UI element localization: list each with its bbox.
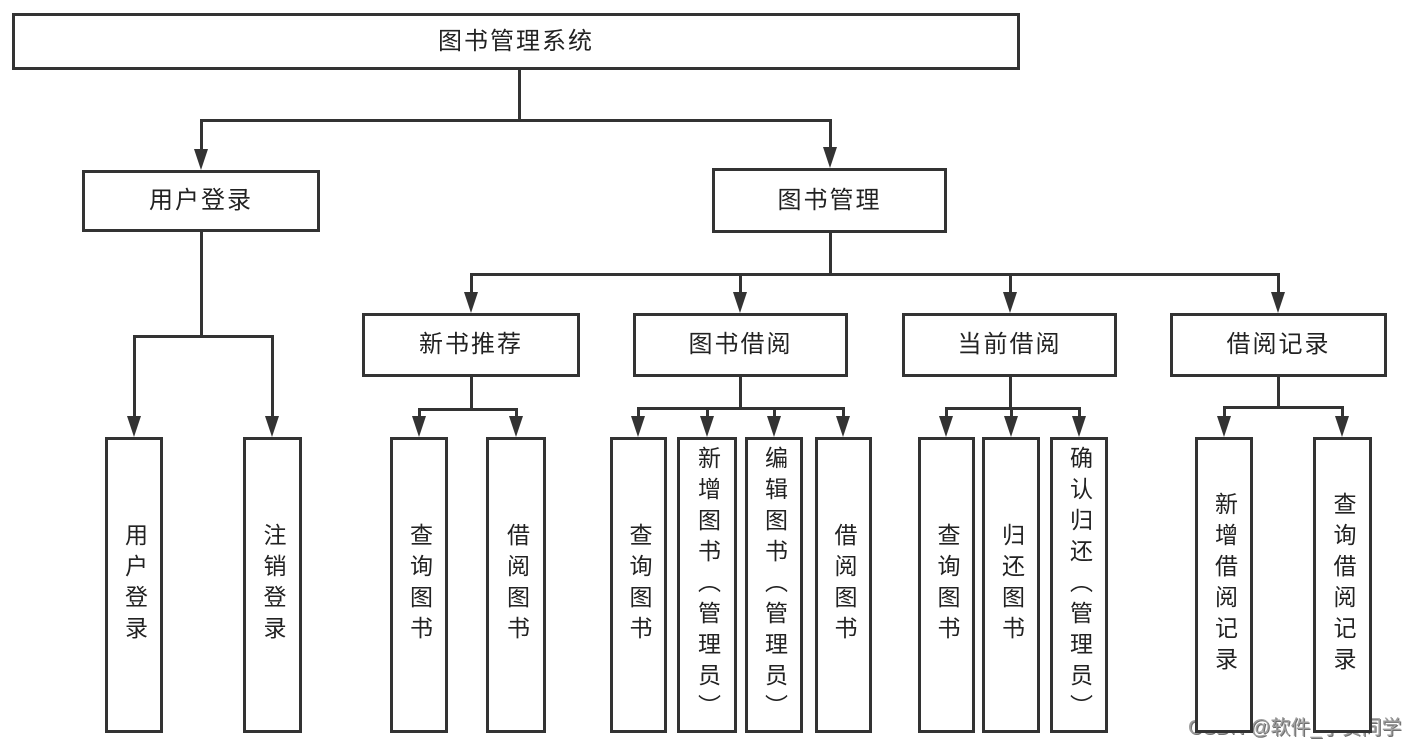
connector-line bbox=[828, 233, 832, 276]
node-label-leaf-borrow-books-borrowing: 借阅图书 bbox=[831, 523, 857, 647]
connector-line bbox=[1222, 406, 1344, 409]
connector-line bbox=[828, 119, 832, 150]
connector-line bbox=[199, 119, 203, 152]
connector-line bbox=[636, 407, 845, 410]
connector-line bbox=[841, 407, 845, 419]
connector-line bbox=[417, 408, 518, 411]
arrowhead-icon bbox=[700, 416, 714, 437]
node-label-new-book-recommend: 新书推荐 bbox=[419, 331, 523, 358]
node-root: 图书管理系统 bbox=[12, 13, 1020, 70]
node-label-leaf-query-borrow-record: 查询借阅记录 bbox=[1330, 492, 1356, 678]
node-leaf-query-borrow-record: 查询借阅记录 bbox=[1313, 437, 1372, 733]
node-label-book-borrowing: 图书借阅 bbox=[688, 331, 793, 358]
connector-line bbox=[469, 273, 1280, 276]
arrowhead-icon bbox=[1072, 416, 1086, 437]
node-label-borrowing-records: 借阅记录 bbox=[1226, 331, 1331, 358]
node-leaf-borrow-books-borrowing: 借阅图书 bbox=[815, 437, 872, 733]
connector-line bbox=[417, 408, 421, 419]
connector-line bbox=[469, 273, 473, 295]
node-label-leaf-query-books-borrowing: 查询图书 bbox=[626, 523, 652, 647]
connector-line bbox=[132, 335, 274, 338]
node-label-leaf-logout: 注销登录 bbox=[260, 523, 286, 647]
node-leaf-add-books-admin: 新增图书（管理员） bbox=[677, 437, 737, 733]
node-leaf-return-books: 归还图书 bbox=[982, 437, 1040, 733]
node-label-leaf-return-books: 归还图书 bbox=[998, 523, 1025, 647]
arrowhead-icon bbox=[1217, 416, 1231, 437]
node-leaf-add-borrow-record: 新增借阅记录 bbox=[1195, 437, 1253, 733]
node-current-borrowing: 当前借阅 bbox=[902, 313, 1117, 377]
arrowhead-icon bbox=[733, 292, 747, 313]
node-leaf-logout: 注销登录 bbox=[243, 437, 302, 733]
arrowhead-icon bbox=[127, 416, 141, 437]
arrowhead-icon bbox=[1003, 292, 1017, 313]
arrowhead-icon bbox=[823, 147, 837, 168]
connector-line bbox=[738, 377, 742, 410]
node-borrowing-records: 借阅记录 bbox=[1170, 313, 1387, 377]
connector-line bbox=[469, 377, 473, 411]
arrowhead-icon bbox=[265, 416, 279, 437]
arrowhead-icon bbox=[194, 149, 208, 170]
connector-line bbox=[1276, 273, 1280, 295]
connector-line bbox=[270, 335, 274, 419]
arrowhead-icon bbox=[767, 416, 781, 437]
node-label-user-login-module: 用户登录 bbox=[149, 187, 253, 214]
node-label-leaf-confirm-return-admin: 确认归还（管理员） bbox=[1066, 445, 1093, 725]
node-label-leaf-query-books-recommend: 查询图书 bbox=[406, 523, 433, 647]
node-leaf-confirm-return-admin: 确认归还（管理员） bbox=[1050, 437, 1108, 733]
arrowhead-icon bbox=[1004, 416, 1018, 437]
connector-line bbox=[1340, 406, 1344, 419]
arrowhead-icon bbox=[836, 416, 850, 437]
connector-line bbox=[944, 407, 1081, 410]
connector-line bbox=[132, 335, 136, 419]
node-leaf-edit-books-admin: 编辑图书（管理员） bbox=[745, 437, 803, 733]
connector-line bbox=[514, 408, 518, 419]
connector-line bbox=[199, 232, 203, 338]
connector-line bbox=[517, 70, 521, 122]
node-label-leaf-edit-books-admin: 编辑图书（管理员） bbox=[761, 445, 788, 725]
node-user-login-module: 用户登录 bbox=[82, 170, 320, 232]
node-leaf-query-books-borrowing: 查询图书 bbox=[610, 437, 667, 733]
node-label-book-management: 图书管理 bbox=[777, 186, 882, 214]
connector-line bbox=[1077, 407, 1081, 419]
node-label-root: 图书管理系统 bbox=[438, 27, 594, 55]
arrowhead-icon bbox=[464, 292, 478, 313]
arrowhead-icon bbox=[939, 416, 953, 437]
node-label-current-borrowing: 当前借阅 bbox=[957, 331, 1062, 358]
connector-line bbox=[1008, 273, 1012, 295]
arrowhead-icon bbox=[1335, 416, 1349, 437]
node-leaf-query-books-current: 查询图书 bbox=[918, 437, 975, 733]
connector-line bbox=[705, 407, 709, 419]
node-book-borrowing: 图书借阅 bbox=[633, 313, 848, 377]
arrowhead-icon bbox=[631, 416, 645, 437]
node-leaf-query-books-recommend: 查询图书 bbox=[390, 437, 448, 733]
connector-line bbox=[1008, 377, 1012, 410]
node-label-leaf-query-books-current: 查询图书 bbox=[934, 523, 960, 647]
node-new-book-recommend: 新书推荐 bbox=[362, 313, 580, 377]
arrowhead-icon bbox=[1271, 292, 1285, 313]
node-label-leaf-user-login: 用户登录 bbox=[121, 523, 148, 647]
connector-line bbox=[944, 407, 948, 419]
node-label-leaf-add-borrow-record: 新增借阅记录 bbox=[1211, 492, 1238, 678]
connector-line bbox=[1276, 377, 1280, 409]
node-leaf-user-login: 用户登录 bbox=[105, 437, 163, 733]
node-label-leaf-borrow-books-recommend: 借阅图书 bbox=[503, 523, 530, 647]
connector-line bbox=[199, 119, 832, 122]
connector-line bbox=[772, 407, 776, 419]
connector-line bbox=[1009, 407, 1013, 419]
arrowhead-icon bbox=[412, 416, 426, 437]
node-book-management: 图书管理 bbox=[712, 168, 947, 233]
node-leaf-borrow-books-recommend: 借阅图书 bbox=[486, 437, 546, 733]
arrowhead-icon bbox=[509, 416, 523, 437]
connector-line bbox=[1222, 406, 1226, 419]
connector-line bbox=[738, 273, 742, 295]
node-label-leaf-add-books-admin: 新增图书（管理员） bbox=[694, 445, 721, 725]
connector-line bbox=[636, 407, 640, 419]
